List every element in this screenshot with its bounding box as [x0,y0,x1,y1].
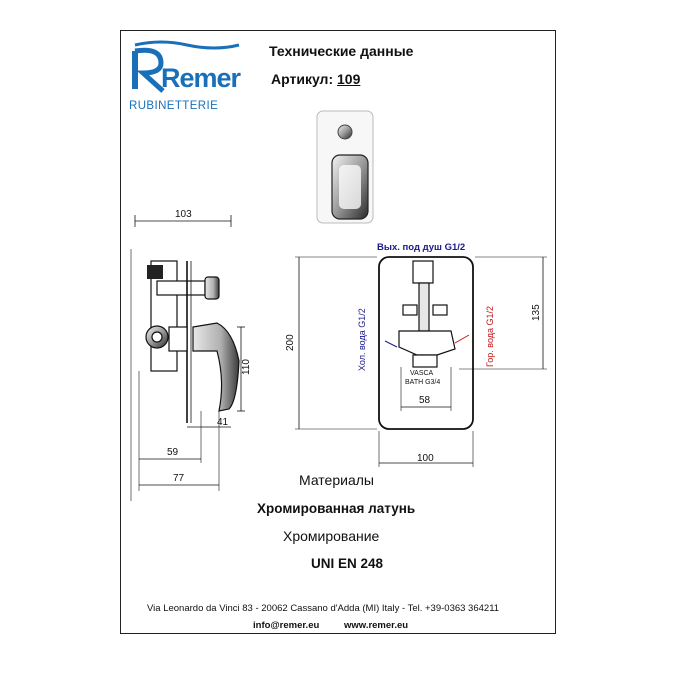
cold-water-label: Хол. вода G1/2 [357,308,367,371]
dim-58: 58 [419,395,431,406]
hot-water-label: Гор. вода G1/2 [485,306,495,367]
dimension-labels: 103 110 41 59 77 200 135 58 100 [167,209,542,484]
technical-drawing: 103 110 41 59 77 200 135 58 100 Хол. вод… [130,110,547,501]
dim-41: 41 [217,417,229,428]
connection-labels: Хол. вода G1/2 Гор. вода G1/2 VASCA BATH… [357,306,495,386]
footer-address: Via Leonardo da Vinci 83 - 20062 Cassano… [147,603,500,614]
page-title: Технические данные [269,43,414,59]
remer-logo: Remer [132,40,243,93]
footer-email[interactable]: info@remer.eu [253,620,320,631]
dim-77: 77 [173,473,185,484]
article-label: Артикул: [271,71,334,87]
spec-sheet: Remer RUBINETTERIE Технические данные Ар… [120,30,556,634]
dim-103: 103 [175,209,192,220]
materials-heading: Материалы [299,472,374,488]
dim-59: 59 [167,447,179,458]
bath-label-2: BATH G3/4 [405,379,440,386]
side-view [130,215,245,501]
footer-website[interactable]: www.remer.eu [344,620,409,631]
article-line: Артикул: 109 [271,71,360,87]
dim-200: 200 [285,334,296,351]
bath-label-1: VASCA [410,370,434,377]
logo-subtitle: RUBINETTERIE [129,100,219,112]
article-value: 109 [337,71,361,87]
dim-100: 100 [417,453,434,464]
material-value: Хромированная латунь [257,501,416,516]
dim-135: 135 [531,304,542,321]
logo-wordmark: Remer [161,63,242,93]
dim-110: 110 [241,359,252,375]
finish-value: Хромирование [283,528,380,544]
shower-outlet-label: Вых. под душ G1/2 [377,242,466,253]
front-view [295,256,547,467]
product-photo [316,110,374,224]
standard-value: UNI EN 248 [311,556,384,571]
